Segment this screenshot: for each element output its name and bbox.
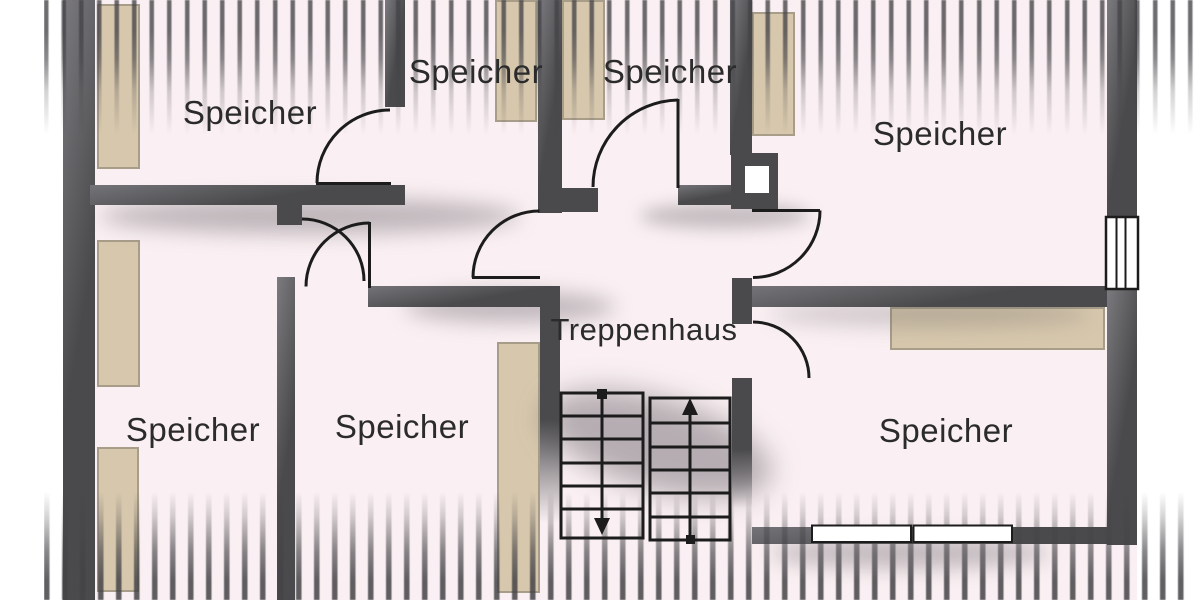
door-swing-junction-south [304, 221, 371, 288]
stairs-up-arrow-icon [682, 398, 698, 415]
chimney-flue [745, 166, 769, 193]
room-label-speicher-bottom-right: Speicher [878, 412, 1014, 449]
stairs-start-post [597, 389, 607, 399]
door-swing-bottom-right [752, 320, 811, 379]
wall-top-left-horizontal [90, 185, 405, 205]
wall-mid-horizontal-left [368, 286, 560, 307]
room-label-speicher-top-mid-left: Speicher [408, 53, 544, 90]
door-swing-top-center [591, 98, 680, 188]
room-label-speicher-bottom-mid: Speicher [334, 408, 470, 445]
wall-stairwell-left [540, 293, 560, 523]
wall-mid-horizontal-right [752, 286, 1107, 307]
wall-stub-junction [277, 205, 302, 225]
window-right [1104, 215, 1140, 291]
room-label-speicher-top-left: Speicher [182, 94, 318, 131]
door-swing-corridor-west [471, 209, 540, 279]
window-bottom [811, 524, 1013, 543]
door-swing-top-left [315, 108, 391, 185]
chimney-icon [731, 153, 778, 209]
wall-stub-center [560, 188, 598, 212]
roof-hatch-top [44, 0, 1195, 140]
room-label-speicher-top-right: Speicher [872, 115, 1008, 152]
room-label-speicher-bottom-left: Speicher [125, 411, 261, 448]
room-label-treppenhaus: Treppenhaus [550, 312, 738, 347]
cabinet [890, 307, 1105, 350]
stairs-flight-down [559, 389, 645, 540]
wall-stub-landing [732, 278, 752, 324]
door-swing-junction-west [301, 217, 366, 282]
stairs-down-arrow-icon [594, 518, 610, 535]
wall-stairwell-right [732, 378, 752, 508]
wall-shadow [640, 203, 810, 229]
cabinet [97, 240, 140, 387]
room-label-speicher-top-mid-right: Speicher [602, 53, 738, 90]
door-swing-top-right [752, 209, 822, 279]
wall-corridor-top [678, 185, 733, 205]
stairs-start-post [686, 535, 695, 544]
stairs-flight-up [648, 396, 732, 544]
